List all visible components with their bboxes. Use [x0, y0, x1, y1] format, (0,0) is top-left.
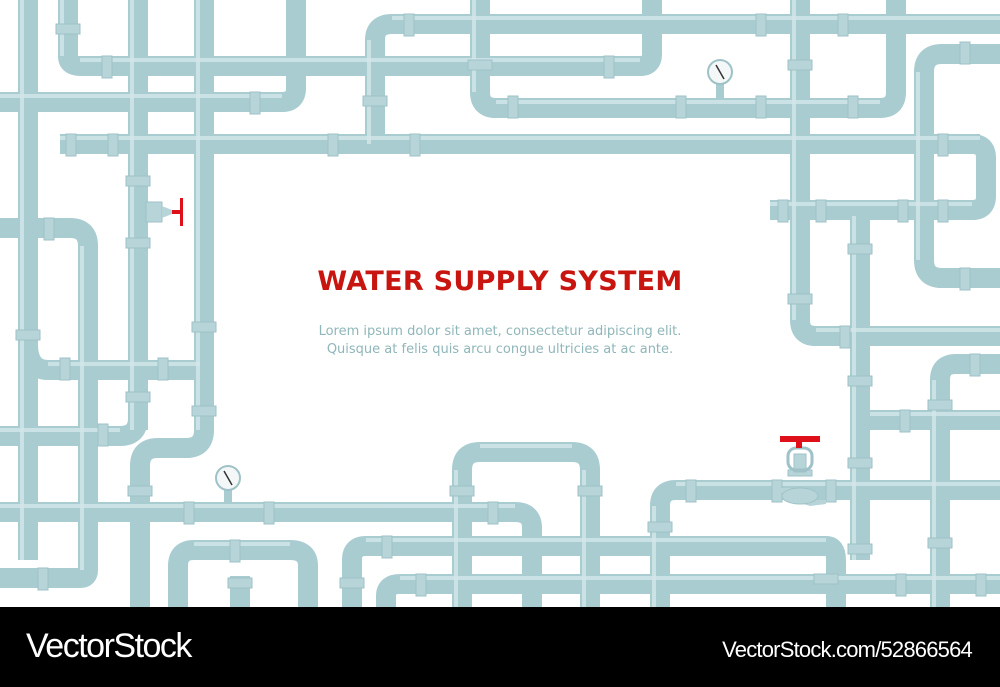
watermark-footer: VectorStock VectorStock.com/52866564 — [0, 607, 1000, 687]
pressure-gauge-icon — [215, 465, 241, 504]
subtitle-line-1: Lorem ipsum dolor sit amet, consectetur … — [318, 324, 682, 339]
pressure-gauge-icon — [707, 59, 733, 98]
subtitle-line-2: Quisque at felis quis arcu congue ultric… — [326, 342, 674, 357]
pipes-network — [0, 0, 1000, 607]
red-valve-icon — [776, 436, 826, 506]
pipe-illustration: WATER SUPPLY SYSTEM Lorem ipsum dolor si… — [0, 0, 1000, 607]
red-side-valve-icon — [145, 198, 183, 226]
brand-logo: VectorStock — [26, 627, 192, 665]
page-title: WATER SUPPLY SYSTEM — [317, 266, 683, 297]
source-url: VectorStock.com/52866564 — [722, 637, 973, 662]
